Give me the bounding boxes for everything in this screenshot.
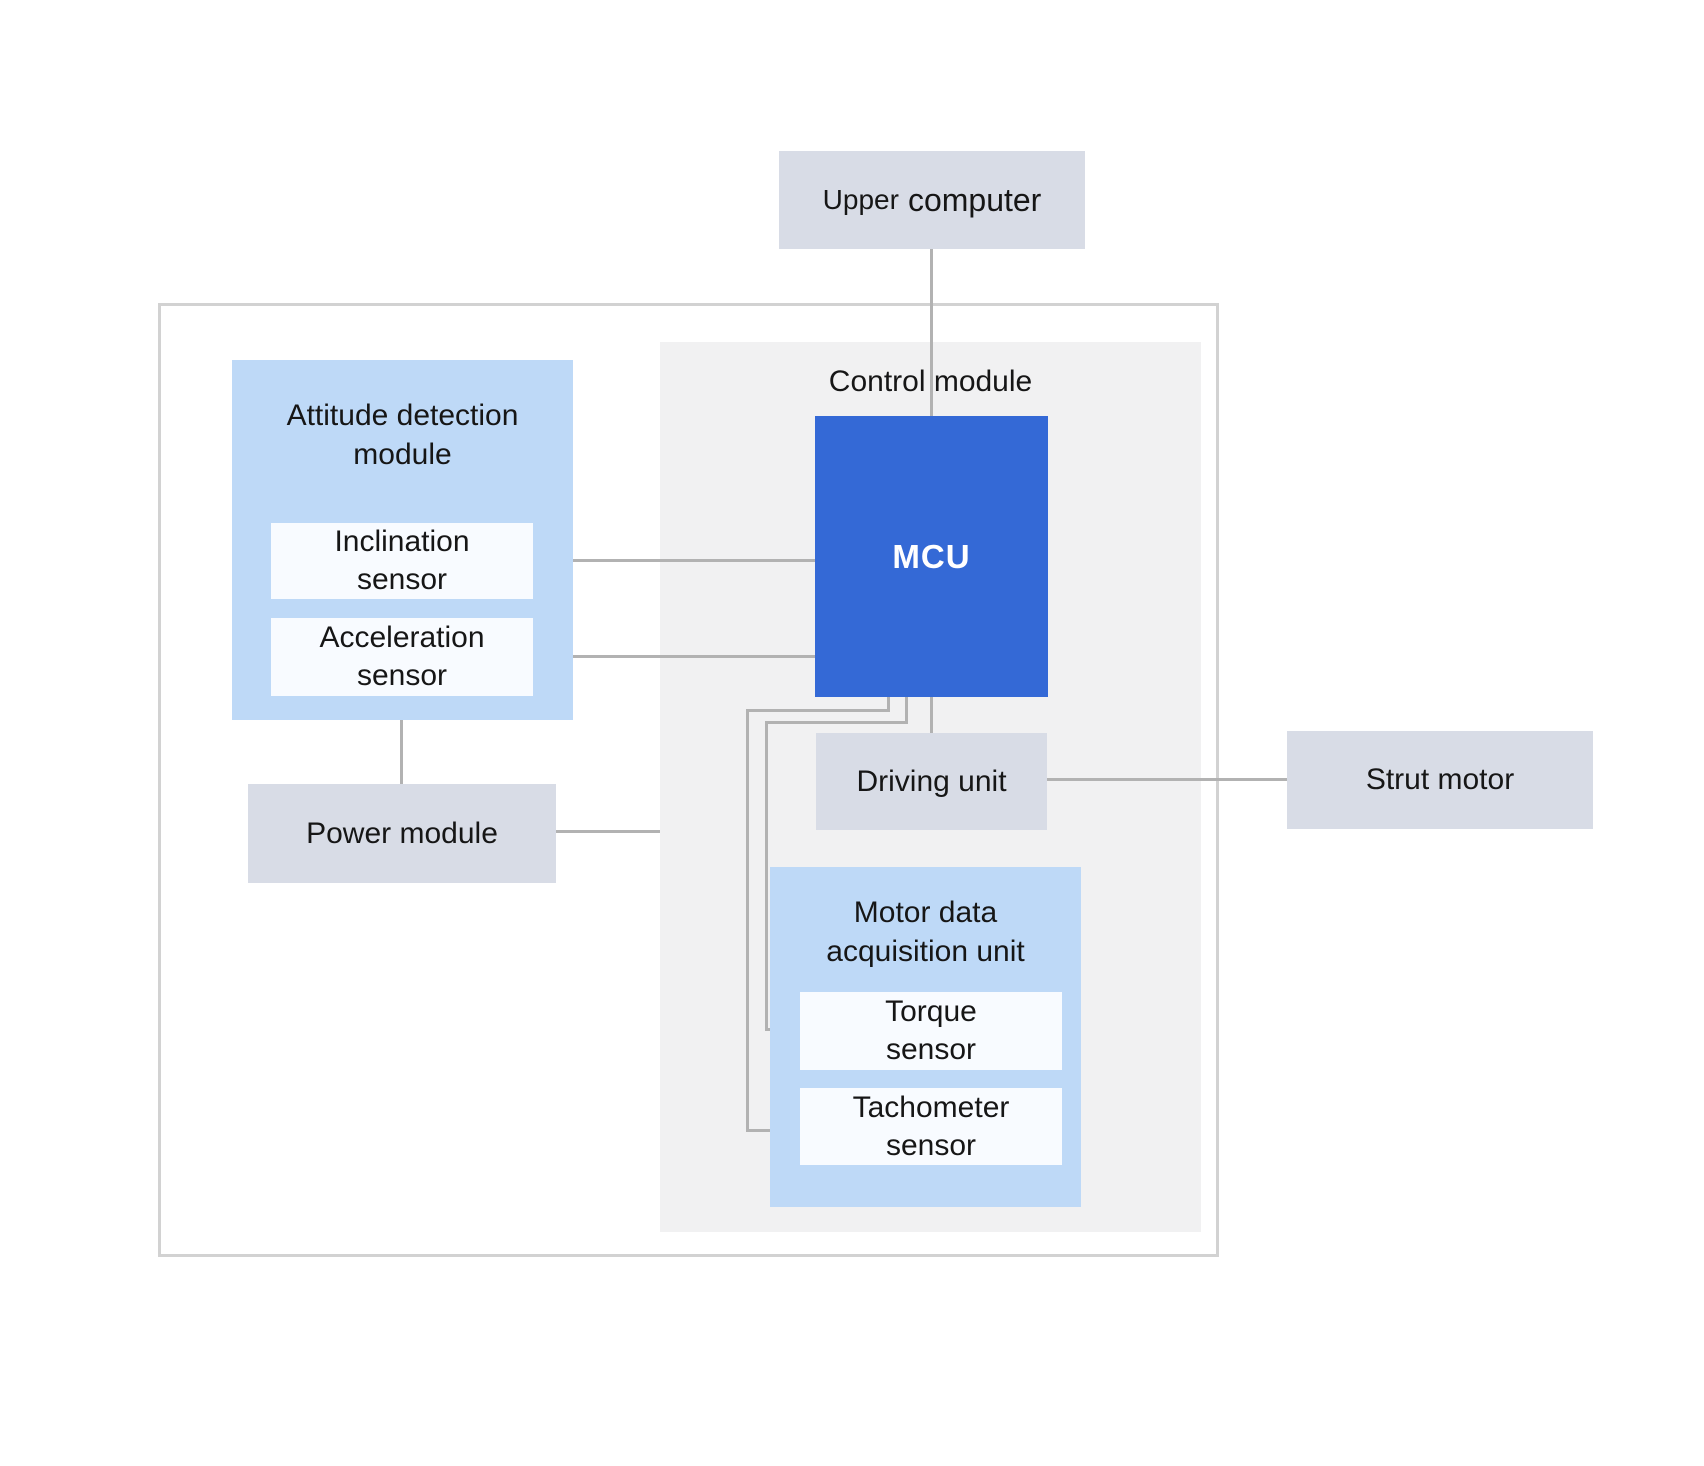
upper-computer-label-part2: computer [907, 182, 1042, 218]
connector-driving-unit-to-strut-motor [1047, 778, 1287, 781]
connector-mcu-to-driving-unit [930, 697, 933, 733]
connector-mcu-torque-seg1 [905, 697, 908, 724]
tachometer-sensor-box: Tachometer sensor [800, 1088, 1062, 1165]
power-module-label: Power module [306, 816, 498, 850]
connector-mcu-torque-seg2 [765, 721, 908, 724]
acceleration-sensor-box: Acceleration sensor [271, 618, 533, 696]
inclination-sensor-box: Inclination sensor [271, 523, 533, 599]
power-module-box: Power module [248, 784, 556, 883]
mcu-label: MCU [892, 537, 971, 575]
strut-motor-label: Strut motor [1365, 763, 1515, 796]
torque-sensor-label-line1: Torque [885, 995, 977, 1028]
upper-computer-box: Upper computer [779, 151, 1085, 249]
motor-data-unit-title: Motor data acquisition unit [826, 893, 1024, 971]
upper-computer-label-part1: Upper [822, 184, 899, 215]
driving-unit-label: Driving unit [856, 764, 1007, 798]
acceleration-sensor-label-line2: sensor [356, 659, 448, 692]
inclination-sensor-label-line1: Inclination [334, 525, 470, 558]
connector-mcu-tachometer-seg1 [887, 697, 890, 712]
motor-data-unit-title-line2: acquisition unit [826, 935, 1025, 968]
connector-acceleration-to-mcu [533, 655, 815, 658]
tachometer-sensor-label-line2: sensor [885, 1128, 977, 1162]
mcu-box: MCU [815, 416, 1048, 697]
connector-mcu-torque-seg3 [765, 721, 768, 1031]
connector-mcu-tachometer-seg2 [746, 709, 890, 712]
connector-upper-computer-to-mcu [930, 249, 933, 416]
connector-attitude-to-power [400, 720, 403, 784]
torque-sensor-label-line2: sensor [885, 1033, 977, 1066]
attitude-module-title-line2: module [353, 438, 452, 471]
tachometer-sensor-label-line1: Tachometer [852, 1090, 1010, 1124]
connector-power-to-control-panel [556, 830, 660, 833]
attitude-module-title: Attitude detection module [287, 396, 519, 474]
motor-data-unit-title-line1: Motor data [853, 896, 998, 929]
strut-motor-box: Strut motor [1287, 731, 1593, 829]
torque-sensor-box: Torque sensor [800, 992, 1062, 1070]
driving-unit-box: Driving unit [816, 733, 1047, 830]
connector-mcu-tachometer-seg3 [746, 709, 749, 1132]
attitude-module-title-line1: Attitude detection [286, 399, 519, 432]
acceleration-sensor-label-line1: Acceleration [319, 621, 485, 654]
inclination-sensor-label-line2: sensor [356, 563, 448, 596]
connector-inclination-to-mcu [533, 559, 815, 562]
